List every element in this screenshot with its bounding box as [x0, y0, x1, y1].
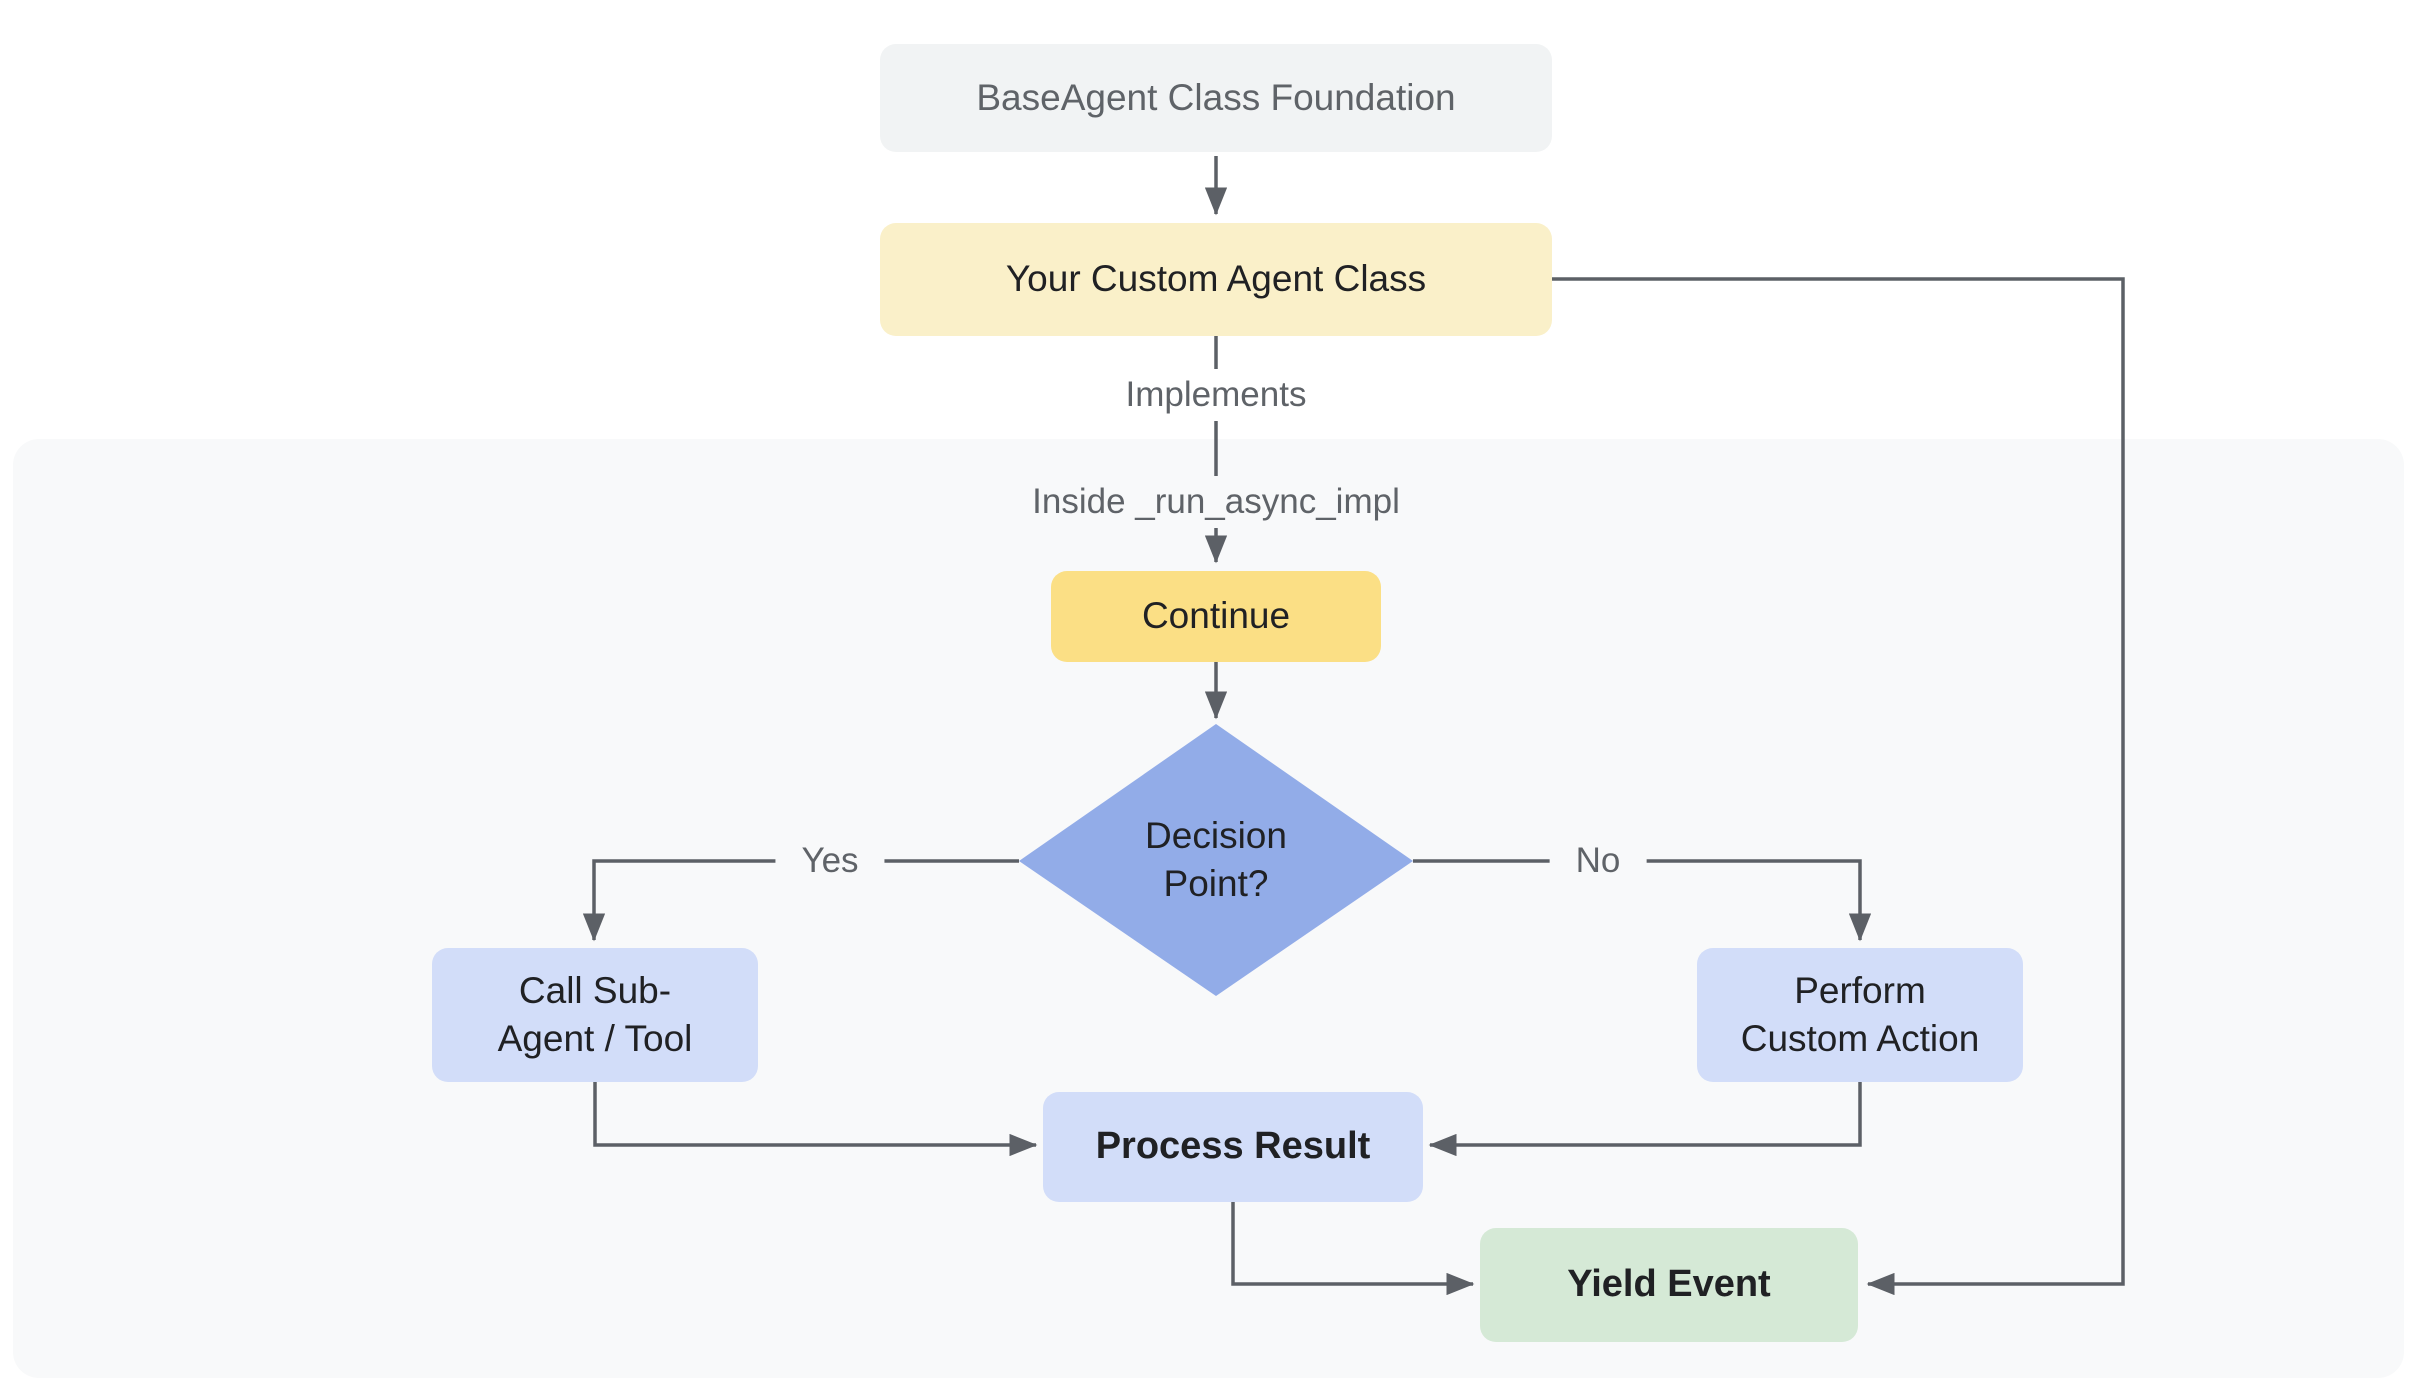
node-decision-point-line1: Decision	[1145, 814, 1287, 856]
edge-custom-loop-to-yield	[1547, 277, 2125, 1296]
node-decision-point-line2: Point?	[1163, 863, 1269, 904]
node-process-result: Process Result	[1043, 1092, 1423, 1202]
edge-label-no: No	[1549, 835, 1647, 887]
node-perform-custom-action-line2: Custom Action	[1740, 1018, 1980, 1059]
edge-perform-to-process	[1428, 1082, 1862, 1157]
edge-process-to-yield	[1231, 1202, 1475, 1296]
node-baseagent-foundation: BaseAgent Class Foundation	[880, 44, 1552, 152]
edge-call-to-process	[593, 1082, 1038, 1157]
node-yield-event: Yield Event	[1480, 1228, 1858, 1342]
node-continue: Continue	[1051, 571, 1381, 662]
node-continue-label: Continue	[1141, 595, 1291, 637]
node-yield-event-label: Yield Event	[1567, 1263, 1771, 1306]
node-perform-custom-action-line1: Perform	[1794, 969, 1926, 1011]
node-custom-agent-class-label: Your Custom Agent Class	[1005, 258, 1427, 300]
decision-diamond-shape	[1019, 724, 1413, 996]
node-call-subagent-tool-line1: Call Sub-	[518, 969, 672, 1011]
node-process-result-label: Process Result	[1095, 1125, 1371, 1168]
node-perform-custom-action: Perform Custom Action	[1697, 948, 2023, 1082]
subgraph-title: Inside _run_async_impl	[1006, 476, 1426, 528]
node-call-subagent-tool-line2: Agent / Tool	[497, 1018, 693, 1059]
node-custom-agent-class: Your Custom Agent Class	[880, 223, 1552, 336]
node-call-subagent-tool: Call Sub- Agent / Tool	[432, 948, 758, 1082]
node-baseagent-foundation-label: BaseAgent Class Foundation	[976, 76, 1456, 118]
edge-label-implements: Implements	[1099, 369, 1333, 421]
edge-label-yes: Yes	[775, 835, 885, 887]
node-decision-point: Decision Point?	[1016, 764, 1416, 956]
